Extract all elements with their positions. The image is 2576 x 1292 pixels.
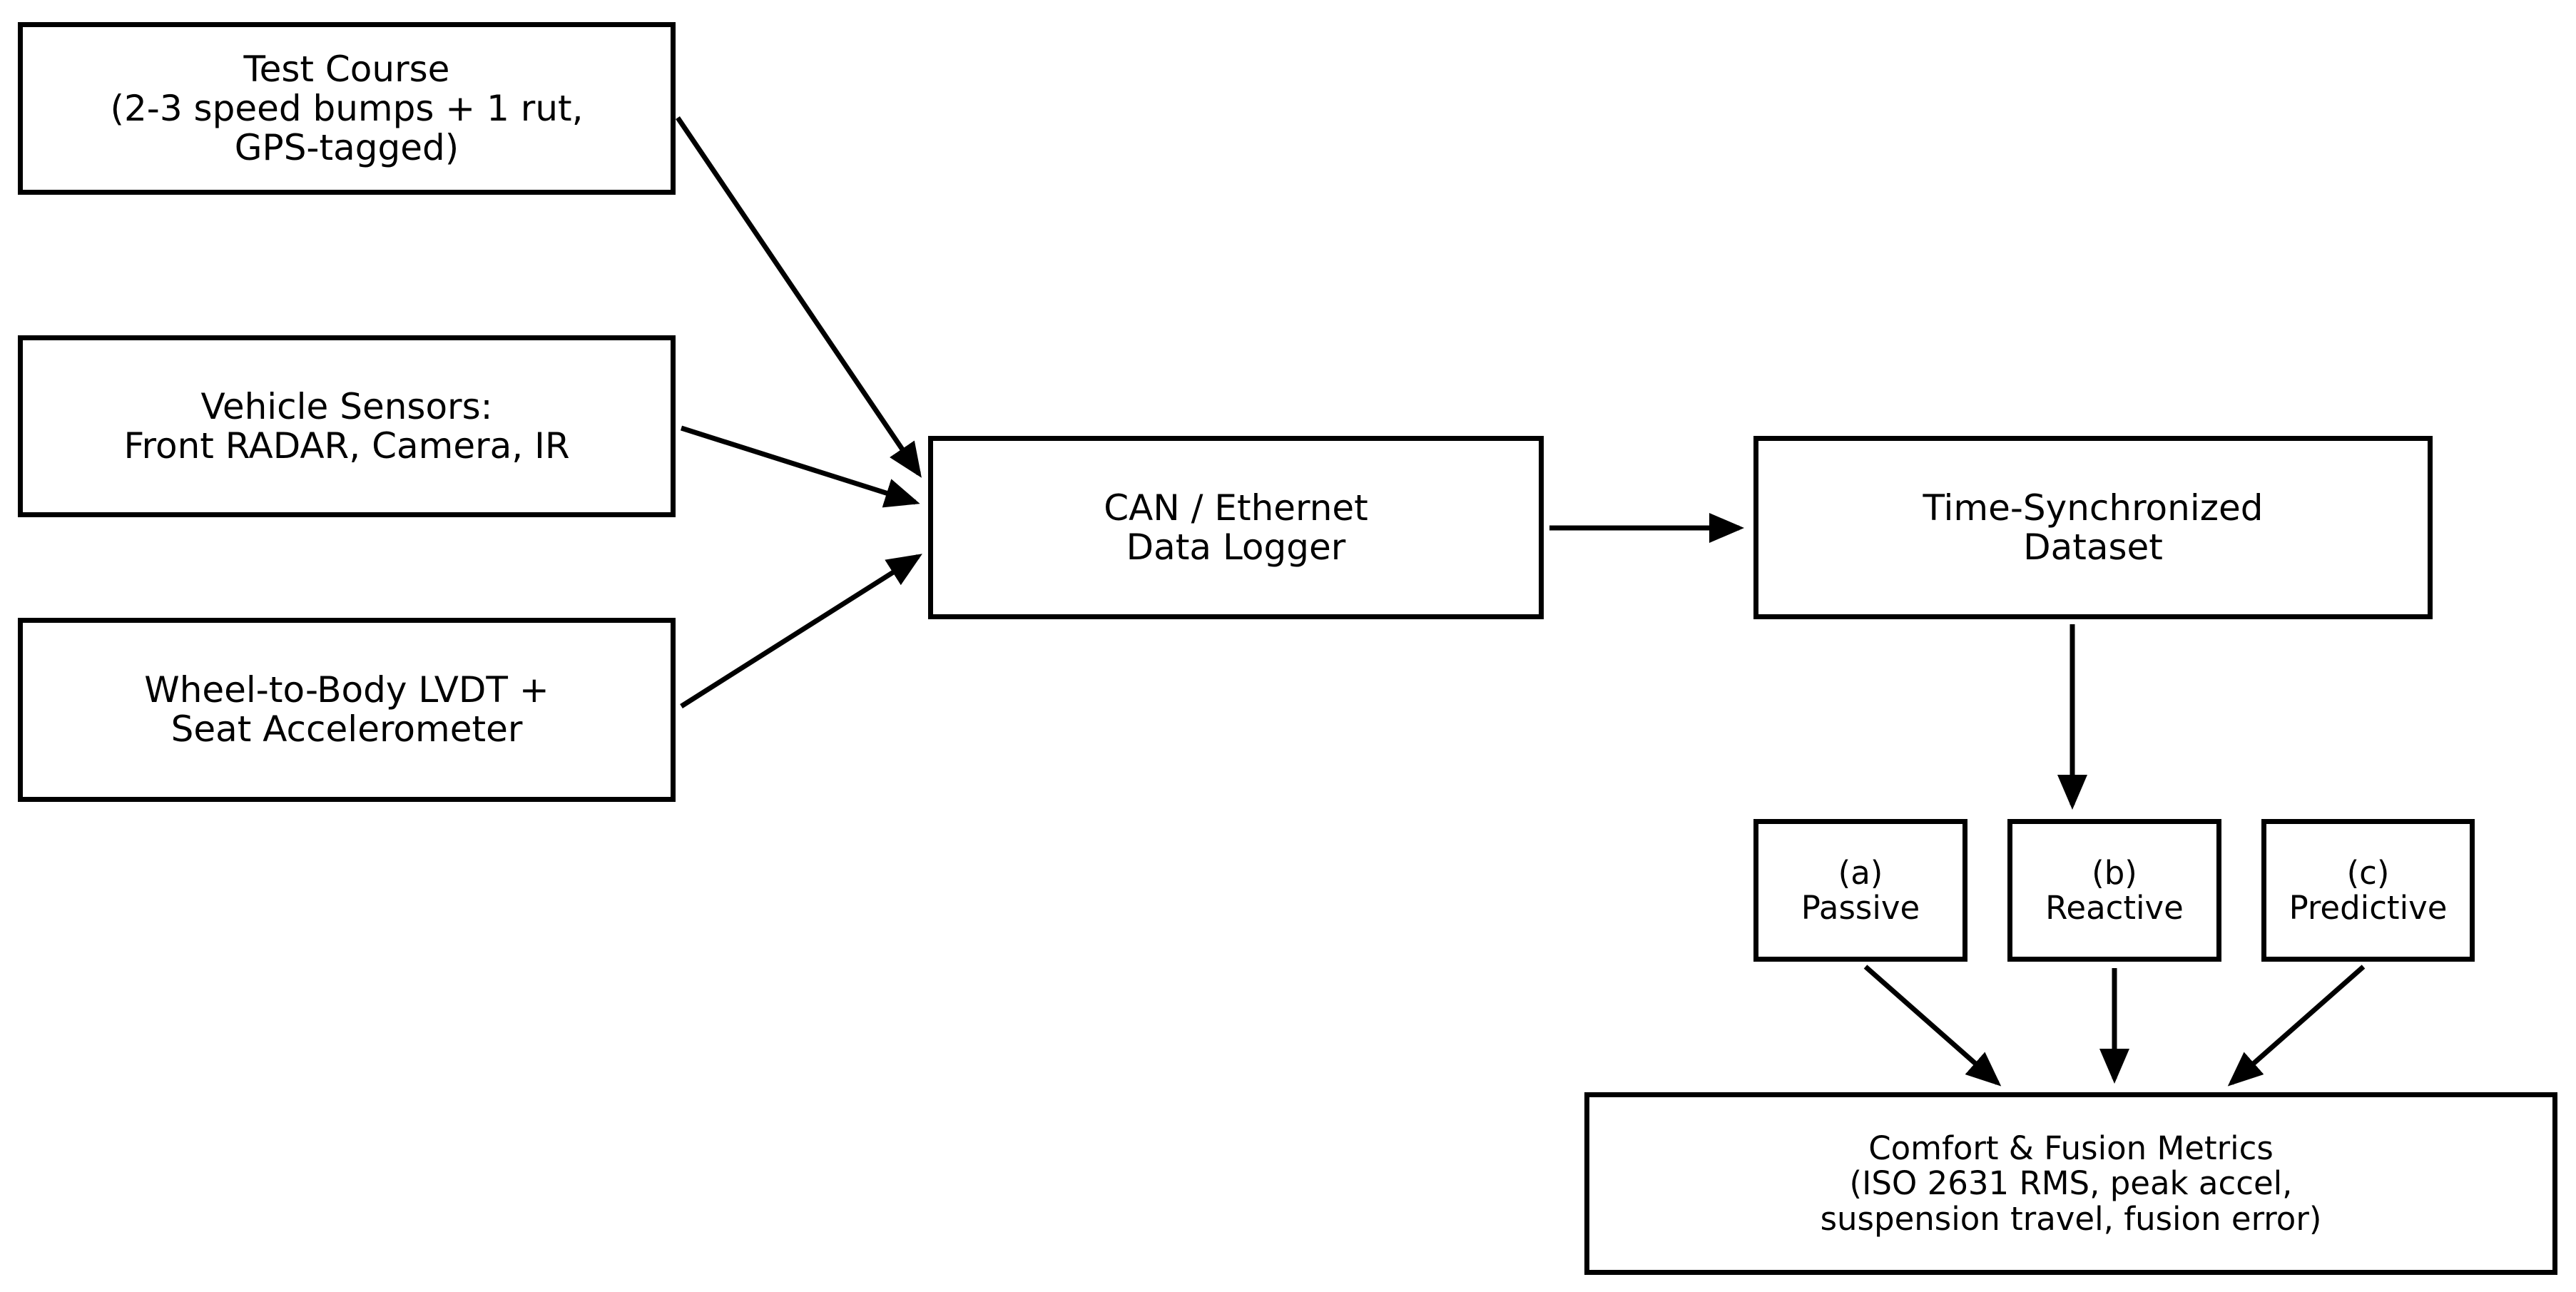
test-course-box: Test Course (2-3 speed bumps + 1 rut, GP… <box>18 22 676 195</box>
metrics-detail: (ISO 2631 RMS, peak accel, <box>1849 1164 2293 1203</box>
test-course-detail-2: GPS-tagged) <box>234 126 459 168</box>
data-logger-detail: Data Logger <box>1126 526 1346 568</box>
dataset-detail: Dataset <box>2023 526 2163 568</box>
metrics-title: Comfort & Fusion Metrics <box>1868 1129 2274 1167</box>
dataset-box: Time-Synchronized Dataset <box>1753 436 2433 619</box>
passive-mode-box: (a) Passive <box>1753 819 1967 962</box>
wheel-lvdt-title: Wheel-to-Body LVDT + <box>144 669 549 711</box>
data-logger-box: CAN / Ethernet Data Logger <box>928 436 1544 619</box>
data-logger-title: CAN / Ethernet <box>1104 487 1368 529</box>
reactive-mode-tag: (b) <box>2092 853 2137 892</box>
reactive-mode-box: (b) Reactive <box>2007 819 2221 962</box>
predictive-mode-label: Predictive <box>2289 889 2448 927</box>
wheel-lvdt-box: Wheel-to-Body LVDT + Seat Accelerometer <box>18 618 676 802</box>
arrow-sensors-to-logger <box>680 425 920 508</box>
test-course-title: Test Course <box>243 48 450 90</box>
predictive-mode-tag: (c) <box>2346 853 2390 892</box>
passive-mode-tag: (a) <box>1838 853 1883 892</box>
passive-mode-label: Passive <box>1801 889 1920 927</box>
arrow-predictive-to-metrics <box>2227 965 2366 1087</box>
arrow-lvdt-to-logger <box>680 554 922 708</box>
wheel-lvdt-detail: Seat Accelerometer <box>170 708 523 750</box>
vehicle-sensors-detail: Front RADAR, Camera, IR <box>123 424 570 467</box>
arrow-test-course-to-logger <box>676 116 922 478</box>
metrics-detail-2: suspension travel, fusion error) <box>1820 1199 2322 1238</box>
dataset-title: Time-Synchronized <box>1923 487 2264 529</box>
reactive-mode-label: Reactive <box>2045 889 2184 927</box>
predictive-mode-box: (c) Predictive <box>2261 819 2475 962</box>
arrow-passive-to-metrics <box>1863 965 2002 1087</box>
vehicle-sensors-box: Vehicle Sensors: Front RADAR, Camera, IR <box>18 335 676 517</box>
metrics-box: Comfort & Fusion Metrics (ISO 2631 RMS, … <box>1584 1092 2557 1275</box>
vehicle-sensors-title: Vehicle Sensors: <box>200 385 493 427</box>
test-course-detail: (2-3 speed bumps + 1 rut, <box>110 87 584 129</box>
